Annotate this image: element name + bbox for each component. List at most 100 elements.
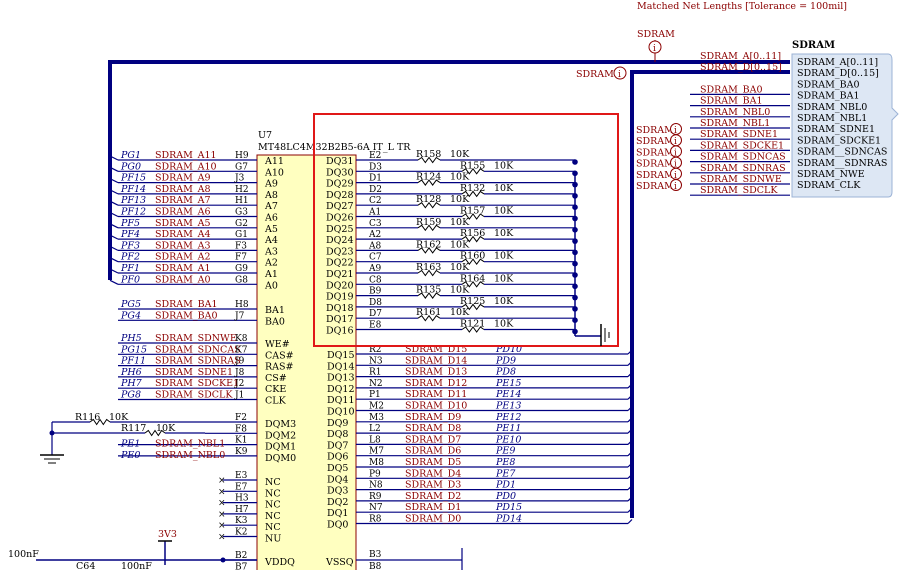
harness-bus-line-label: SDRAM_BA0 (700, 84, 763, 95)
pin-number: N8 (369, 481, 383, 491)
pin-name: DQ6 (327, 452, 348, 463)
pin-number: E2 (369, 151, 381, 161)
harness-entry: SDRAM__SDNCAS (797, 147, 887, 158)
resistor-symbol (461, 280, 485, 288)
net-label: SDRAM_D9 (405, 412, 461, 423)
pin-name: A4 (264, 235, 278, 246)
net-label: SDRAM_D11 (405, 389, 467, 400)
pin-number: C2 (369, 196, 382, 206)
net-label: SDRAM_SDNWE (155, 333, 237, 344)
chip-ref: U7 (258, 130, 272, 141)
pin-name: DQ31 (326, 156, 354, 167)
nc-cross-icon: × (218, 499, 226, 509)
pin-number: K1 (235, 436, 247, 446)
resistor-symbol (417, 314, 441, 322)
pin-name: DQ28 (326, 190, 354, 201)
resistor-ref: R161 (416, 307, 441, 318)
net-label: SDRAM_D3 (405, 480, 461, 491)
pin-number: L2 (369, 424, 381, 434)
pin-name: DQ27 (326, 201, 354, 212)
pin-number: M3 (369, 413, 384, 423)
pin-name: A5 (264, 224, 278, 235)
sdram-port-flag-top: SDRAM (637, 29, 675, 40)
pin-number: D2 (369, 185, 382, 195)
pin-number: B2 (235, 551, 247, 561)
info-icon (648, 40, 662, 54)
pin-number: R2 (369, 345, 382, 355)
port-label: PE1 (120, 439, 140, 450)
resistor-value: 10K (450, 307, 470, 318)
pin-number: M8 (369, 458, 384, 468)
net-label: SDRAM_NBL1 (155, 439, 225, 450)
data-bus (630, 70, 790, 518)
net-label: SDRAM_D7 (405, 434, 461, 445)
pin-number: G3 (235, 208, 248, 218)
pin-number: D8 (369, 298, 382, 308)
net-label: SDRAM_A11 (155, 150, 217, 161)
port-label: PE13 (495, 401, 521, 412)
port-label: PE12 (495, 412, 521, 423)
resistor-ref: R116 (75, 412, 100, 423)
resistor-ref: R158 (416, 149, 441, 160)
pin-name: DQ15 (327, 350, 355, 361)
net-label: SDRAM_A5 (155, 218, 211, 229)
pin-name: WE# (265, 339, 290, 350)
port-label: PF15 (120, 173, 146, 184)
info-icon-glyph: i (674, 126, 677, 136)
pin-name: DQM2 (265, 430, 296, 441)
pin-number: H2 (235, 185, 249, 195)
pin-name: DQ11 (327, 395, 355, 406)
pin-number: F2 (235, 413, 247, 423)
pin-name: DQ9 (327, 418, 348, 429)
resistor-value: 10K (450, 149, 470, 160)
pin-number: C3 (369, 219, 382, 229)
highlight-box (313, 113, 619, 347)
port-label: PD9 (495, 355, 516, 366)
port-label: PG15 (120, 344, 147, 355)
pin-number: B9 (369, 287, 382, 297)
pin-number: R8 (369, 515, 382, 525)
harness-entries: SDRAM_A[0..11]SDRAM_D[0..15]SDRAM_BA0SDR… (797, 57, 887, 191)
net-label: SDRAM_A10 (155, 161, 217, 172)
net-label: SDRAM_D1 (405, 502, 461, 513)
pin-number: E8 (369, 321, 382, 331)
resistor-symbol (461, 326, 485, 333)
pin-number: K7 (235, 345, 248, 355)
address-bus (108, 60, 790, 280)
harness-entry: SDRAM_A[0..11] (797, 57, 878, 68)
resistor-symbol (461, 303, 485, 311)
resistor-value: 10K (156, 423, 176, 434)
resistor-value: 10K (494, 183, 514, 194)
resistor-symbol (417, 201, 441, 209)
resistor-value: 10K (494, 273, 514, 284)
pin-number: J7 (234, 311, 245, 321)
net-label: SDRAM_D0 (405, 514, 461, 525)
pin-name: DQ20 (326, 280, 354, 291)
sdram-tag-label: SDRAM (636, 125, 674, 136)
resistor-ref: R160 (460, 251, 485, 262)
pin-number: F7 (235, 253, 247, 263)
cap-ref: C64 (76, 561, 95, 570)
resistor-symbol (461, 190, 485, 198)
pin-name: A7 (264, 201, 278, 212)
port-label: PH5 (120, 333, 142, 344)
resistor-ref: R132 (460, 183, 485, 194)
pin-number: G9 (235, 264, 248, 274)
pin-name: BA1 (265, 305, 285, 316)
net-label: SDRAM_D10 (405, 401, 467, 412)
net-label: SDRAM_A3 (155, 240, 211, 251)
port-label: PH7 (120, 378, 143, 389)
pin-name: DQ4 (327, 474, 348, 485)
resistor-symbol (461, 258, 485, 266)
sdram-tag-label: SDRAM (636, 147, 674, 158)
chip-body (256, 154, 357, 570)
pin-name: VSSQ (325, 557, 354, 568)
net-label: SDRAM_A1 (155, 263, 211, 274)
ground-icon (600, 324, 610, 346)
pin-name: DQ24 (326, 235, 354, 246)
pin-name: DQM1 (265, 442, 296, 453)
pin-name: CLK (265, 396, 287, 407)
resistor-symbol (417, 269, 441, 277)
resistor-ref: R121 (460, 319, 485, 330)
